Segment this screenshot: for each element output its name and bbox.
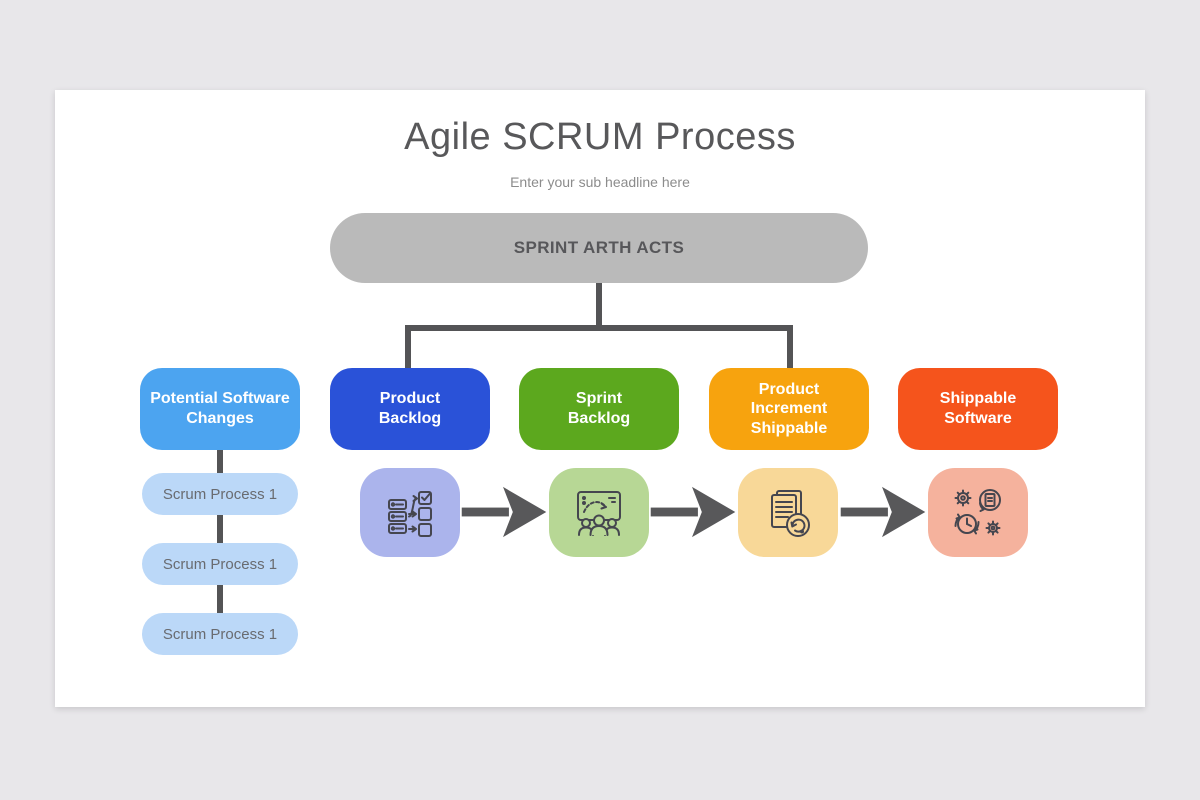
tile-shippable-software[interactable] — [928, 468, 1028, 557]
connector-left-spine — [217, 446, 223, 636]
page-subtitle: Enter your sub headline here — [510, 174, 690, 190]
backlog-tasks-icon — [388, 490, 432, 537]
tile-product-increment[interactable] — [738, 468, 838, 557]
sprint-banner[interactable]: SPRINT ARTH ACTS — [330, 213, 868, 283]
process-gears-clock-icon — [954, 488, 1001, 535]
stage-box-sprint-backlog[interactable]: Sprint Backlog — [519, 368, 679, 450]
tile-product-backlog[interactable] — [360, 468, 460, 557]
connector-banner-drop — [596, 283, 602, 331]
scrum-process-pill[interactable]: Scrum Process 1 — [142, 543, 298, 585]
scrum-process-pill[interactable]: Scrum Process 1 — [142, 613, 298, 655]
shippable-documents-icon — [771, 489, 810, 537]
tile-sprint-backlog[interactable] — [549, 468, 649, 557]
connector-drop-left — [405, 325, 411, 370]
scrum-process-pill[interactable]: Scrum Process 1 — [142, 473, 298, 515]
sprint-banner-label: SPRINT ARTH ACTS — [513, 238, 685, 257]
stage-box-shippable-software[interactable]: Shippable Software — [898, 368, 1058, 450]
connector-horizontal — [405, 325, 793, 331]
sprint-meeting-icon — [577, 490, 621, 536]
flow-arrow — [461, 486, 547, 538]
stage-box-product-increment-shippable[interactable]: Product Increment Shippable — [709, 368, 869, 450]
stage-box-product-backlog[interactable]: Product Backlog — [330, 368, 490, 450]
slide-canvas: Agile SCRUM Process Enter your sub headl… — [55, 90, 1145, 707]
stage-box-potential-software-changes[interactable]: Potential Software Changes — [140, 368, 300, 450]
page-title: Agile SCRUM Process — [404, 116, 796, 158]
flow-arrow — [840, 486, 926, 538]
connector-drop-right — [787, 325, 793, 370]
flow-arrow — [650, 486, 736, 538]
